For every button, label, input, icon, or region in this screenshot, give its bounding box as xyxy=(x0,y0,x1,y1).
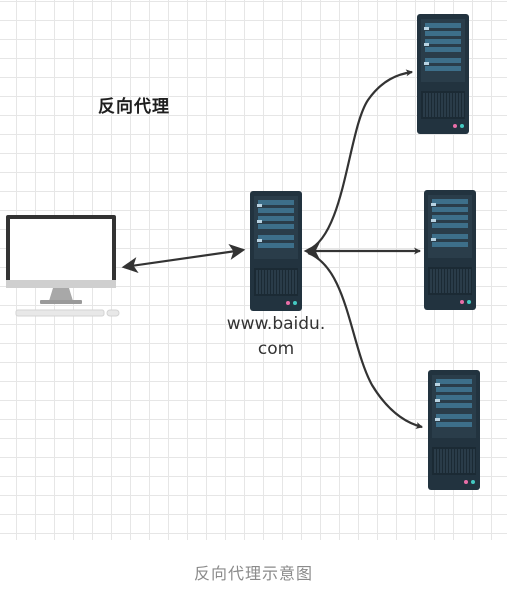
figure-caption: 反向代理示意图 xyxy=(193,564,313,583)
diagram-graphics xyxy=(6,13,481,491)
proxy-server-icon xyxy=(249,190,303,312)
proxy-label-line-2: com xyxy=(257,339,295,359)
backend-server-icon-2 xyxy=(423,189,477,311)
proxy-label-line-1: www.baidu. xyxy=(226,314,326,334)
client-computer-icon xyxy=(6,215,120,317)
client-proxy-arrow xyxy=(121,244,246,273)
diagram-title: 反向代理 xyxy=(98,97,170,117)
proxy-backend3-arrow xyxy=(307,251,424,429)
backend-server-icon-1 xyxy=(416,13,470,135)
proxy-backend1-arrow xyxy=(307,69,414,252)
proxy-server-label: www.baidu. com xyxy=(214,312,338,362)
backend-server-icon-3 xyxy=(427,369,481,491)
